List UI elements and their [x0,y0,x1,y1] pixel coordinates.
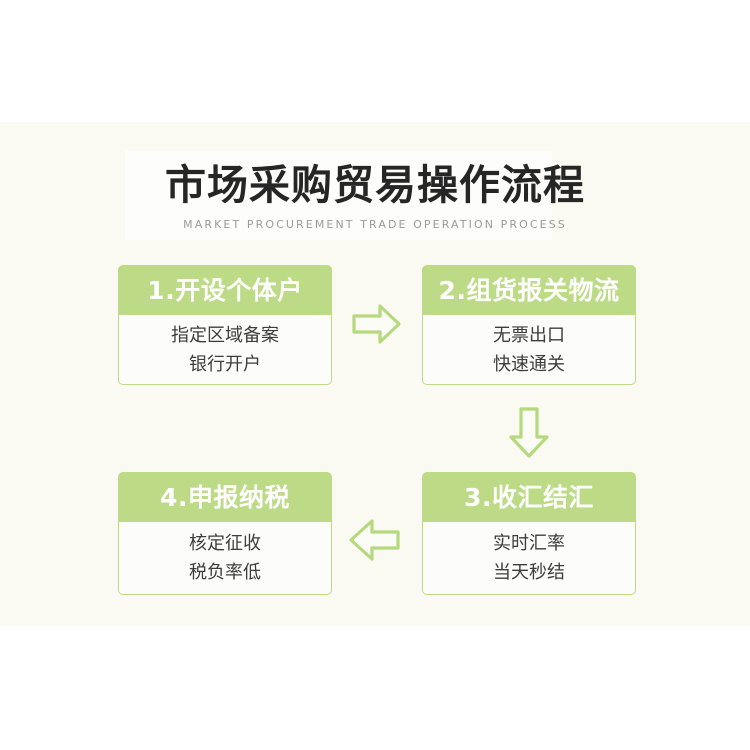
arrow-left-icon [348,518,400,566]
step-card-4-heading: 4.申报纳税 [118,472,332,522]
page-subtitle: MARKET PROCUREMENT TRADE OPERATION PROCE… [183,218,567,231]
step-card-1-line-2: 银行开户 [189,353,261,375]
step-card-4[interactable]: 4.申报纳税 核定征收 税负率低 [118,472,332,595]
step-card-2-line-1: 无票出口 [493,324,565,346]
step-card-2-line-2: 快速通关 [493,353,565,375]
step-card-2-body: 无票出口 快速通关 [422,315,636,385]
step-card-4-body: 核定征收 税负率低 [118,522,332,595]
step-card-3-line-2: 当天秒结 [493,562,565,583]
title-backdrop-band [125,151,552,240]
step-card-3-heading: 3.收汇结汇 [422,472,636,522]
step-card-2-heading: 2.组货报关物流 [422,265,636,315]
step-card-4-line-2: 税负率低 [189,562,261,583]
step-card-1-body: 指定区域备案 银行开户 [118,315,332,385]
step-card-1-line-1: 指定区域备案 [171,324,279,346]
step-card-1-heading: 1.开设个体户 [118,265,332,315]
step-card-3-line-1: 实时汇率 [493,533,565,554]
title-block: 市场采购贸易操作流程 MARKET PROCUREMENT TRADE OPER… [0,160,750,232]
step-card-3[interactable]: 3.收汇结汇 实时汇率 当天秒结 [422,472,636,595]
step-card-2[interactable]: 2.组货报关物流 无票出口 快速通关 [422,265,636,385]
step-card-3-body: 实时汇率 当天秒结 [422,522,636,595]
step-card-4-line-1: 核定征收 [189,533,261,554]
arrow-right-icon [352,303,402,349]
arrow-down-icon [507,407,551,463]
step-card-1[interactable]: 1.开设个体户 指定区域备案 银行开户 [118,265,332,385]
page-title: 市场采购贸易操作流程 [165,161,585,209]
